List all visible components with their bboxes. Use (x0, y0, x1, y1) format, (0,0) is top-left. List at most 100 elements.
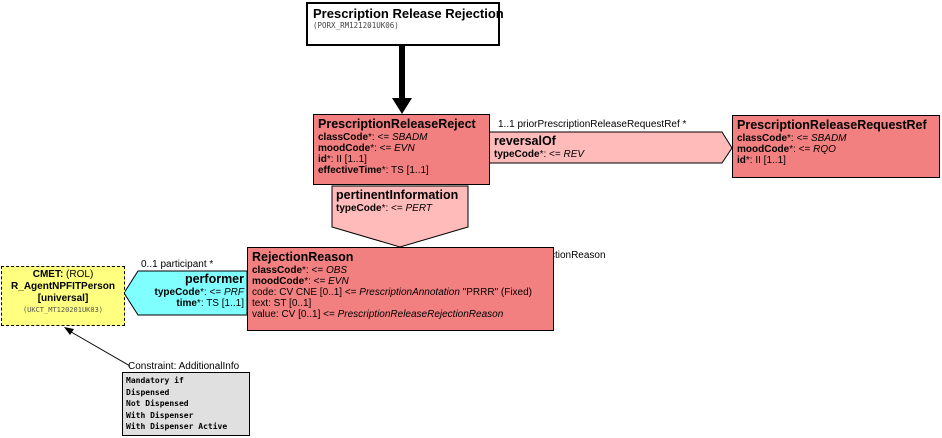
attribute-value: SBADM (391, 132, 428, 143)
attribute-row: typeCode*: <= PERT (336, 203, 458, 214)
attribute-row: classCode*: <= OBS (252, 265, 553, 276)
attribute-row: value: CV [0..1] <= PrescriptionReleaseR… (252, 309, 553, 320)
attribute-operator: <= (549, 149, 564, 160)
attribute-mark: *: (302, 265, 312, 276)
entry-arrow-head (392, 98, 412, 114)
attribute-mark: *: (789, 144, 799, 155)
attribute-row: classCode*: <= SBADM (318, 132, 489, 143)
reversal-of-content: reversalOf typeCode*: <= REV (494, 134, 584, 160)
attribute-mark: *: (381, 203, 392, 214)
attribute-type: II [1..1] (755, 155, 786, 166)
attribute-row: code: CV CNE [0..1] <= PrescriptionAnnot… (252, 287, 553, 298)
attribute-mark: *: (787, 133, 797, 144)
prescription-release-request-ref-title: PrescriptionReleaseRequestRef (737, 118, 927, 132)
constraint-line: Dispensed (126, 387, 170, 397)
attribute-name: effectiveTime (318, 165, 382, 176)
attribute-row: id*: II [1..1] (318, 154, 489, 165)
entry-point-box: Prescription Release Rejection (PORX_RM1… (306, 2, 504, 46)
constraint-title: Constraint: AdditionalInfo (128, 361, 240, 372)
attribute-value: EVN (328, 276, 349, 287)
attribute-name: moodCode (737, 144, 790, 155)
attribute-mark: *: (304, 276, 314, 287)
attribute-name: moodCode (252, 276, 305, 287)
cmet-name: R_AgentNPFITPerson (11, 281, 115, 292)
attribute-mark: *: (326, 154, 337, 165)
attribute-value: PRF (224, 287, 244, 298)
attribute-value: SBADM (810, 133, 847, 144)
attribute-value: PERT (405, 203, 432, 214)
attribute-name: typeCode (494, 149, 540, 160)
attribute-type: code: CV CNE [0..1] <= (252, 287, 360, 298)
attribute-name: id (318, 154, 327, 165)
attribute-value: REV (563, 149, 585, 160)
attribute-value: OBS (325, 265, 348, 276)
attribute-mark: *: (370, 143, 380, 154)
attribute-operator: <= (311, 265, 326, 276)
attribute-name: classCode (318, 132, 369, 143)
performer-title: performer (184, 272, 244, 286)
pertinent-information-shape (331, 185, 469, 248)
attribute-row: time*: TS [1..1] (136, 298, 244, 309)
attribute-row: typeCode*: <= REV (494, 149, 584, 160)
attribute-row: moodCode*: <= EVN (252, 276, 553, 287)
attribute-operator: <= (796, 133, 811, 144)
constraint-line: With Dispenser Active (126, 422, 228, 431)
entry-point-code: (PORX_RM121201UK06) (313, 21, 399, 30)
prescription-release-reject-box: PrescriptionReleaseReject classCode*: <=… (313, 114, 490, 185)
attribute-name: moodCode (318, 143, 371, 154)
cmet-agent-person-box: CMET: (ROL) R_AgentNPFITPerson [universa… (1, 266, 125, 326)
reversal-of-title: reversalOf (494, 134, 556, 148)
prescription-release-request-ref-box: PrescriptionReleaseRequestRef classCode*… (732, 115, 940, 178)
attribute-operator: <= (313, 276, 329, 287)
attribute-mark: *: (368, 132, 378, 143)
attribute-mark: *: (200, 287, 210, 298)
cmet-flavor: [universal] (37, 293, 89, 304)
attribute-name: time (176, 298, 197, 309)
attribute-type: II [1..1] (336, 154, 367, 165)
cmet-class: (ROL) (63, 269, 94, 280)
attribute-row: text: ST [0..1] (252, 298, 553, 309)
attribute-operator: <= (379, 143, 395, 154)
entry-point-title: Prescription Release Rejection (313, 6, 504, 21)
attribute-name: typeCode (154, 287, 201, 298)
attribute-fixed: "PRRR" (Fixed) (459, 287, 533, 298)
constraint-line: With Dispenser (126, 410, 194, 420)
pertinent-information-title: pertinentInformation (336, 188, 459, 202)
attribute-value: PrescriptionAnnotation (359, 287, 460, 298)
attribute-row: id*: II [1..1] (737, 155, 939, 166)
performer-shape (123, 270, 248, 316)
attribute-name: classCode (737, 133, 788, 144)
attribute-operator: <= (209, 287, 224, 298)
cmet-label: CMET: (32, 269, 64, 280)
attribute-mark: *: (381, 165, 392, 176)
participant-label: 0..1 participant * (141, 259, 214, 270)
attribute-value: PrescriptionReleaseRejectionReason (337, 309, 504, 320)
reversal-of-label: 1..1 priorPrescriptionReleaseRequestRef … (498, 119, 687, 130)
reversal-of-attributes: typeCode*: <= REV (494, 149, 584, 160)
attribute-value: RQO (813, 144, 836, 155)
attribute-mark: *: (745, 155, 756, 166)
attribute-type: value: CV [0..1] <= (252, 309, 338, 320)
attribute-value: EVN (394, 143, 415, 154)
constraint-connector (65, 328, 131, 367)
attribute-operator: <= (377, 132, 392, 143)
cmet-type-line: CMET: (ROL) (2, 269, 124, 281)
constraint-line: Not Dispensed (126, 399, 189, 408)
attribute-operator: <= (391, 203, 406, 214)
constraint-line: Mandatory if (126, 376, 184, 385)
attribute-type: text: ST [0..1] (252, 298, 312, 309)
pertinent-information-content: pertinentInformation typeCode*: <= PERT (336, 188, 458, 214)
attribute-name: classCode (252, 265, 303, 276)
attribute-row: moodCode*: <= EVN (318, 143, 489, 154)
prescription-release-reject-title: PrescriptionReleaseReject (318, 117, 476, 131)
attribute-mark: *: (539, 149, 550, 160)
